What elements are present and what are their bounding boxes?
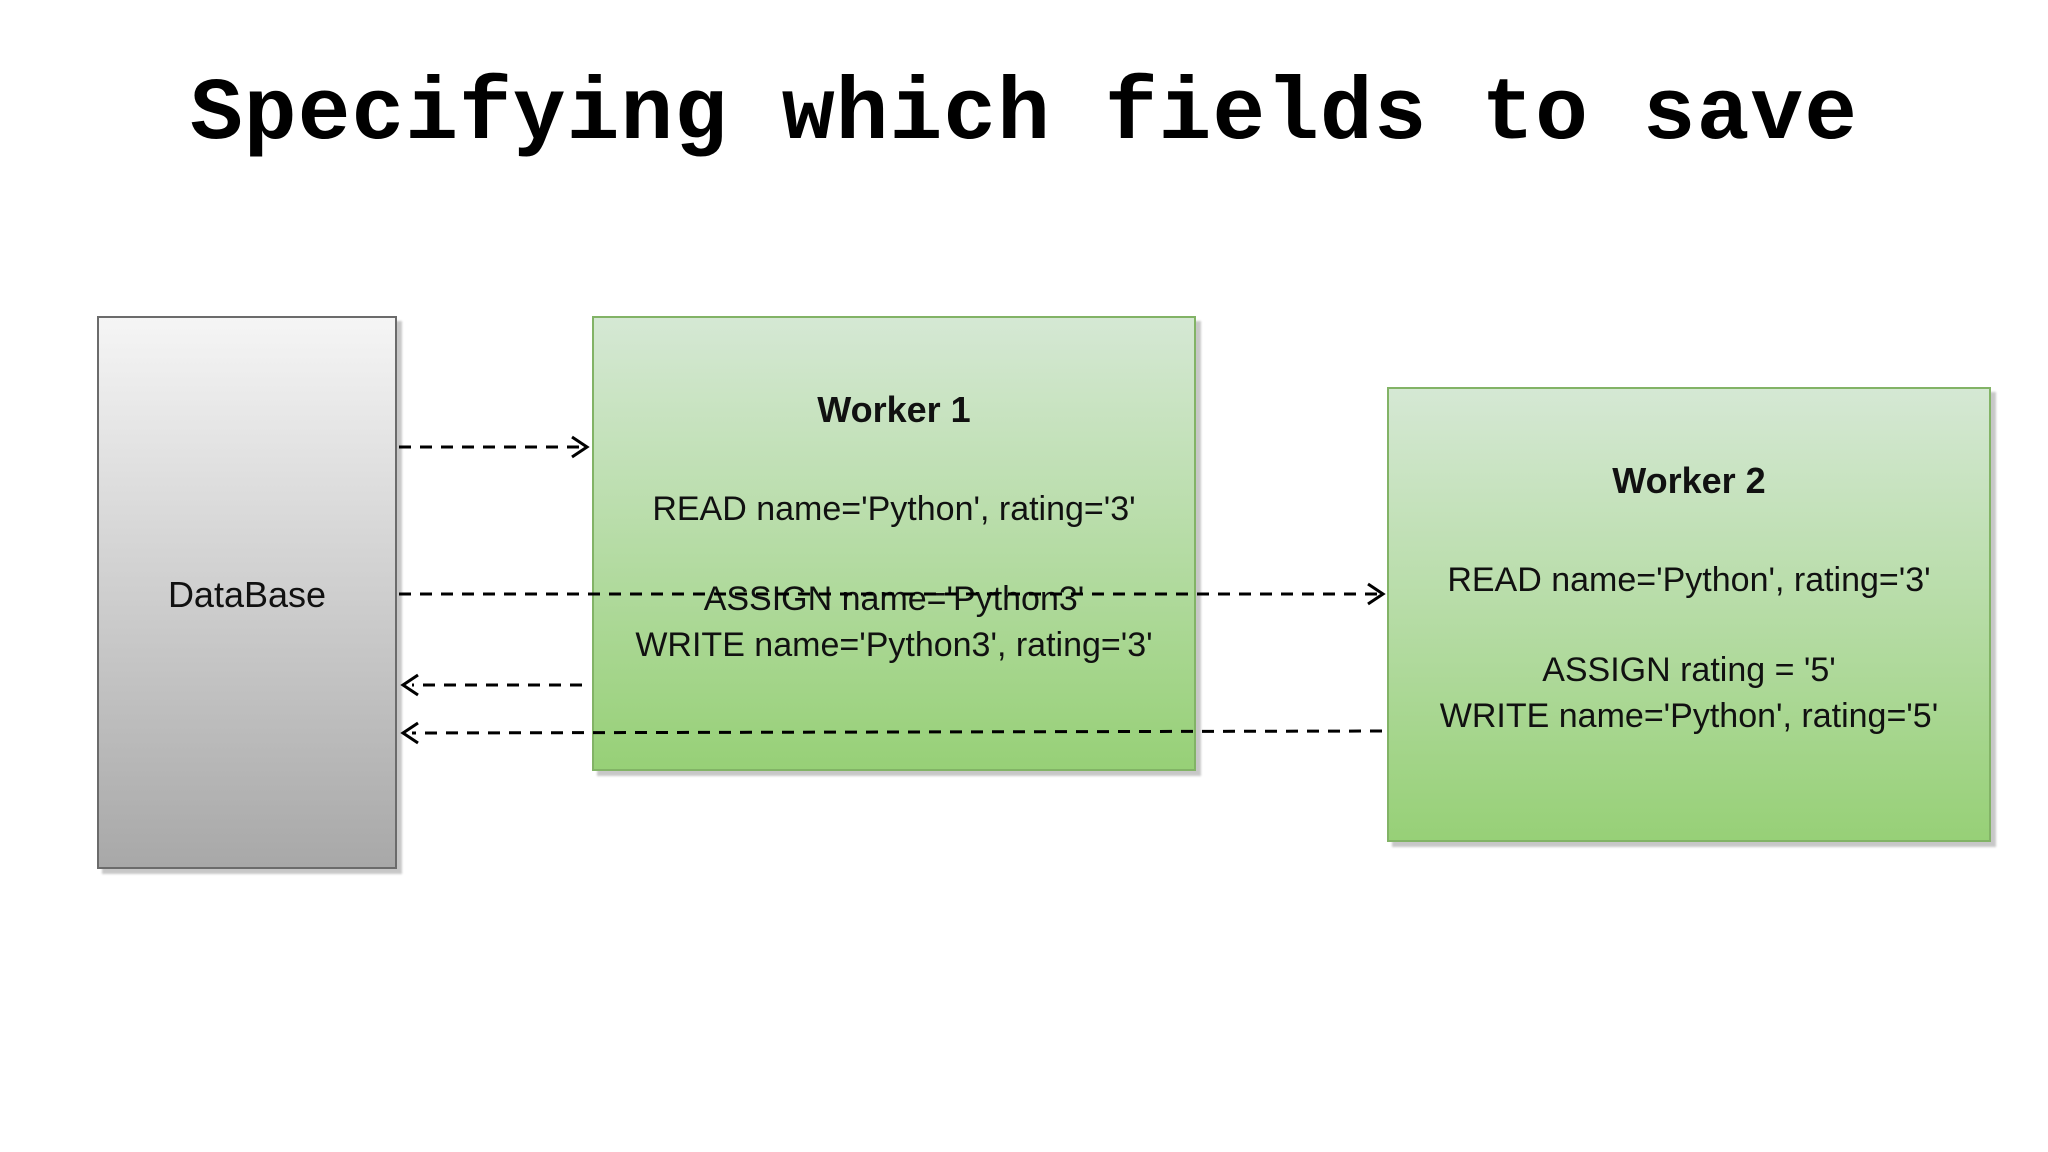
worker-2-write: WRITE name='Python', rating='5' [1439, 697, 1939, 735]
worker-1-box: Worker 1 READ name='Python', rating='3' … [592, 316, 1196, 771]
page-title: Specifying which fields to save [189, 66, 1859, 165]
arrow-head-worker-2-to-db [400, 721, 419, 745]
worker-1-read: READ name='Python', rating='3' [652, 490, 1136, 528]
arrow-head-worker-1-to-db [400, 673, 419, 697]
worker-1-title: Worker 1 [817, 389, 971, 430]
database-box: DataBase [97, 316, 397, 869]
worker-2-assign: ASSIGN rating = '5' [1542, 651, 1836, 689]
arrow-head-db-to-worker-1 [571, 435, 590, 459]
database-label: DataBase [167, 574, 327, 615]
worker-2-box: Worker 2 READ name='Python', rating='3' … [1387, 387, 1991, 842]
worker-1-assign: ASSIGN name='Python3' [703, 580, 1085, 618]
worker-2-read: READ name='Python', rating='3' [1447, 561, 1931, 599]
worker-2-title: Worker 2 [1612, 460, 1766, 501]
worker-1-write: WRITE name='Python3', rating='3' [635, 626, 1153, 664]
